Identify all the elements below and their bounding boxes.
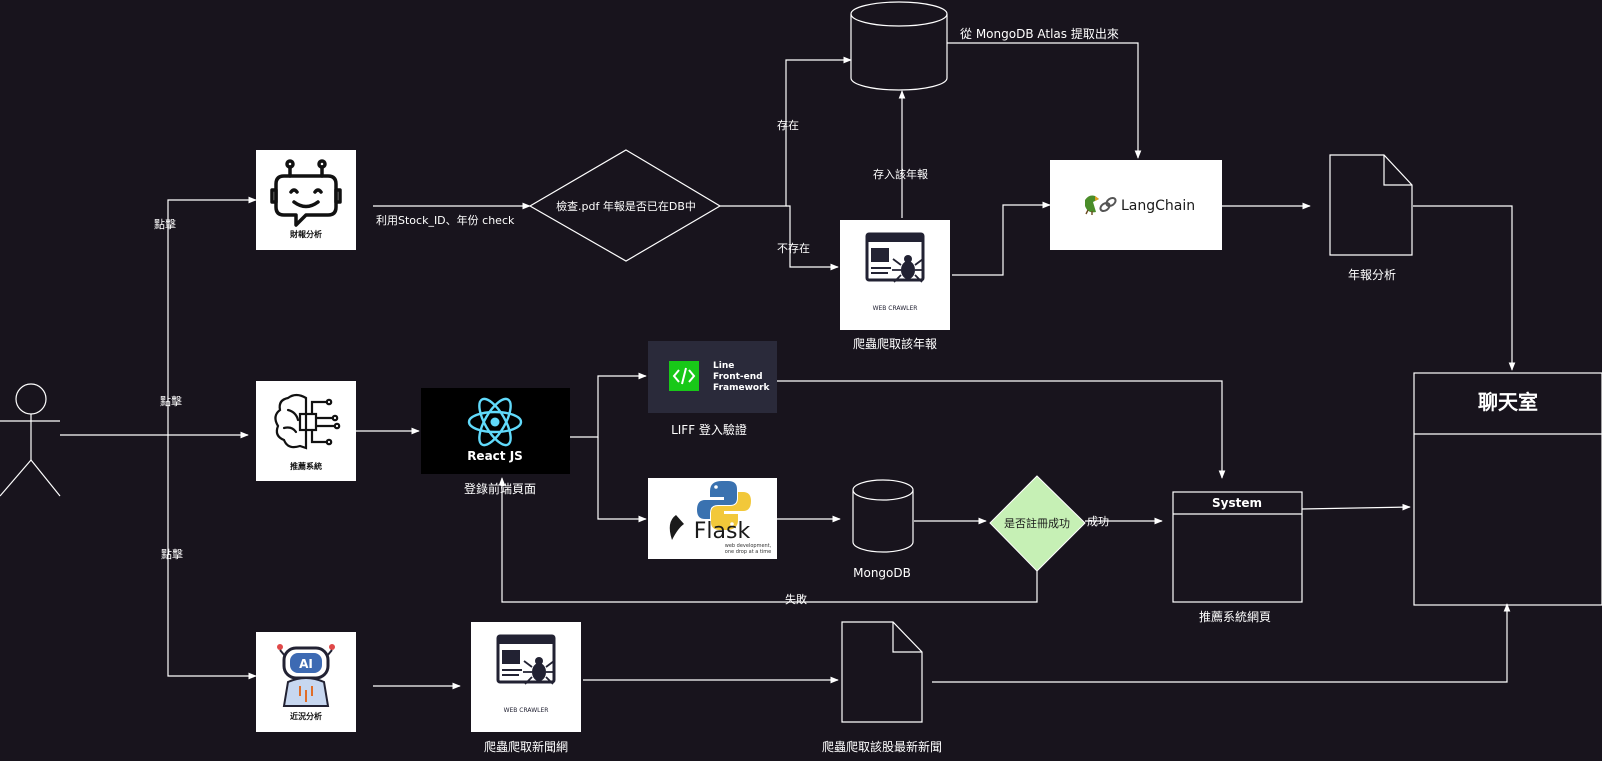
node-langchain-label: LangChain <box>1121 198 1195 214</box>
node-crawler-report[interactable]: WEB CRAWLER 爬蟲爬取該年報 <box>840 220 950 351</box>
document-icon <box>841 621 923 723</box>
node-chatroom-title: 聊天室 <box>1478 390 1538 414</box>
node-news-doc[interactable]: 爬蟲爬取該股最新新聞 <box>822 621 942 754</box>
node-register-check[interactable]: 是否註冊成功 <box>989 475 1086 572</box>
node-react-label: React JS <box>467 449 523 463</box>
edge-check-notexists-to-crawler <box>786 205 839 271</box>
node-mongodb[interactable]: MongoDB <box>852 479 914 580</box>
node-react[interactable]: React JS 登錄前端頁面 <box>421 388 570 496</box>
node-crawler-report-caption: 爬蟲爬取該年報 <box>853 336 937 351</box>
react-atom-icon <box>467 397 523 447</box>
node-news-doc-caption: 爬蟲爬取該股最新新聞 <box>822 739 942 754</box>
edge-actor-to-finance <box>167 196 257 435</box>
node-crawler-news-caption: 爬蟲爬取新聞網 <box>484 739 568 754</box>
edge-actor-to-recent <box>167 435 257 680</box>
node-crawler-report-title: WEB CRAWLER <box>873 305 918 312</box>
node-liff-line1: Line <box>713 361 734 371</box>
node-flask-label: Flask <box>694 519 751 544</box>
svg-text:AI: AI <box>299 657 313 671</box>
node-recommend[interactable]: 推薦系統 <box>256 381 356 481</box>
stick-figure-icon <box>0 383 61 497</box>
label-check-stock: 利用Stock_ID、年份 check <box>376 213 515 227</box>
edge-annual-doc-to-chatroom <box>1413 205 1516 371</box>
node-register-check-label: 是否註冊成功 <box>1004 517 1070 530</box>
node-liff-line3: Framework <box>713 383 771 393</box>
edge-react-to-flask <box>597 437 647 523</box>
label-not-exists: 不存在 <box>777 241 810 255</box>
node-system-title: System <box>1212 496 1262 510</box>
label-click-recent: 點擊 <box>161 547 183 561</box>
node-flask-tagline2: one drop at a time <box>725 549 771 555</box>
code-tag-icon <box>669 361 699 391</box>
chatbot-robot-icon <box>270 159 342 227</box>
label-click-recommend: 點擊 <box>160 394 182 408</box>
node-crawler-news-title: WEB CRAWLER <box>504 707 549 714</box>
edge-react-to-liff <box>570 372 647 438</box>
label-from-mongo: 從 MongoDB Atlas 提取出來 <box>960 26 1119 41</box>
database-cylinder-icon <box>850 1 948 91</box>
node-annual-doc-caption: 年報分析 <box>1348 268 1396 282</box>
web-crawler-spider-icon <box>496 634 556 685</box>
label-fail: 失敗 <box>785 592 807 606</box>
edge-labels: 點擊 點擊 點擊 利用Stock_ID、年份 check 存在 不存在 存入該年… <box>154 26 1119 606</box>
node-react-caption: 登錄前端頁面 <box>464 481 536 496</box>
ai-brain-circuit-icon <box>274 393 341 450</box>
node-langchain[interactable]: LangChain <box>1050 160 1222 250</box>
node-crawler-news[interactable]: WEB CRAWLER 爬蟲爬取新聞網 <box>471 622 581 754</box>
node-recommend-caption: 推薦系統 <box>290 461 322 471</box>
node-annual-doc[interactable]: 年報分析 <box>1329 154 1413 282</box>
node-check-pdf[interactable]: 檢查.pdf 年報是否已在DB中 <box>528 149 722 262</box>
edge-check-exists-to-db <box>720 56 852 207</box>
node-liff-caption: LIFF 登入驗證 <box>671 422 747 437</box>
node-mongodb-caption: MongoDB <box>853 566 911 580</box>
web-crawler-spider-icon <box>865 232 925 283</box>
node-chatroom[interactable]: 聊天室 <box>1413 372 1602 606</box>
node-flask[interactable]: Flask web development, one drop at a tim… <box>648 478 777 559</box>
connectors <box>60 42 1516 690</box>
node-flask-tagline1: web development, <box>725 543 772 549</box>
edge-crawler-to-langchain <box>952 201 1051 276</box>
label-click-finance: 點擊 <box>154 217 176 231</box>
node-finance[interactable]: 財報分析 <box>256 150 356 250</box>
node-check-pdf-label: 檢查.pdf 年報是否已在DB中 <box>556 199 696 213</box>
node-system-caption: 推薦系統網頁 <box>1199 610 1271 624</box>
label-success: 成功 <box>1087 515 1109 528</box>
edge-db-to-langchain <box>947 42 1142 159</box>
edge-news-doc-to-chatroom <box>932 603 1511 683</box>
parrot-chain-icon <box>1085 195 1117 215</box>
node-system[interactable]: System 推薦系統網頁 <box>1172 491 1303 624</box>
flask-horn-icon <box>669 515 684 540</box>
database-cylinder-icon <box>852 479 914 553</box>
label-exists: 存在 <box>777 118 799 132</box>
label-store-report: 存入該年報 <box>873 167 928 181</box>
python-logo-icon <box>697 481 751 530</box>
ai-robot-head-icon: AI <box>277 644 335 707</box>
node-finance-caption: 財報分析 <box>289 229 322 239</box>
node-liff-line2: Front-end <box>713 372 763 382</box>
node-recent[interactable]: AI 近況分析 <box>256 632 356 732</box>
edge-system-to-chatroom <box>1301 503 1411 511</box>
edge-register-fail-to-react <box>498 477 1038 603</box>
edge-liff-to-system <box>777 380 1226 479</box>
document-icon <box>1329 154 1413 256</box>
node-liff[interactable]: Line Front-end Framework LIFF 登入驗證 <box>648 341 777 437</box>
node-db-top[interactable] <box>850 1 948 91</box>
node-recent-caption: 近況分析 <box>290 711 322 721</box>
